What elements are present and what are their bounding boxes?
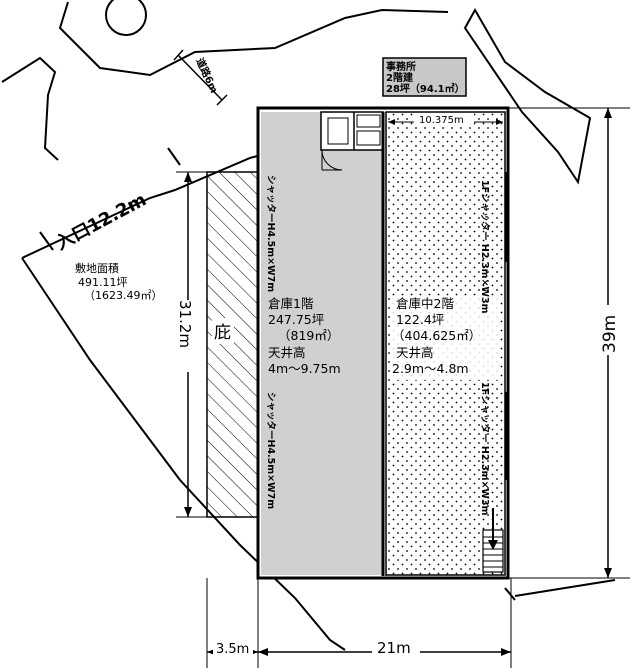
eaves-label: 庇 — [214, 323, 231, 343]
office-title: 事務所 — [386, 60, 416, 73]
warehouse-1f-ceiling-value: 4m～9.75m — [268, 361, 341, 376]
site-area: 敷地面積 491.11坪 （1623.49㎡） — [75, 261, 163, 302]
shutter-1f-upper: シャッターH4.5m×W7m — [265, 175, 277, 292]
site-boundary — [1, 1, 616, 651]
site-area-label: 敷地面積 — [75, 261, 119, 275]
shutter-1f-lower: シャッターH4.5m×W7m — [265, 392, 277, 509]
warehouse-1f-area-m2: （819㎡） — [278, 328, 339, 343]
warehouse-1f-name: 倉庫1階 — [268, 296, 314, 311]
warehouse-m2f-area-m2: （404.625㎡） — [392, 328, 481, 343]
warehouse-m2f-name: 倉庫中2階 — [396, 296, 454, 311]
office-floor: 2階建 — [386, 71, 414, 84]
warehouse-1f-label: 倉庫1階 247.75坪 （819㎡） 天井高 4m～9.75m — [268, 296, 341, 376]
warehouse-1f-ceiling-label: 天井高 — [268, 345, 306, 360]
north-arrow-icon — [105, 0, 147, 36]
dimension-left: 31.2m — [172, 171, 208, 518]
dimension-eaves-width: 3.5m — [216, 642, 249, 657]
dimension-right-value: 39m — [600, 315, 620, 353]
office-area: 28坪（94.1㎡） — [386, 82, 465, 95]
stairs-icon — [482, 508, 504, 573]
mezzanine-width-dimension: 10.375m — [388, 113, 503, 126]
warehouse-1f-zone — [261, 112, 321, 575]
shutter-m2f-lower: 1Fシャッター H2.3m×W3m — [479, 382, 491, 516]
warehouse-m2f-label: 倉庫中2階 122.4坪 （404.625㎡） 天井高 2.9m～4.8m — [390, 296, 498, 380]
warehouse-m2f-ceiling-label: 天井高 — [396, 345, 434, 360]
warehouse-m2f-ceiling-value: 2.9m～4.8m — [392, 361, 469, 376]
office-block: 事務所 2階建 28坪（94.1㎡） — [382, 57, 467, 97]
site-area-m2: （1623.49㎡） — [84, 289, 163, 302]
site-area-tsubo: 491.11坪 — [78, 276, 128, 289]
warehouse-m2f-area-tsubo: 122.4坪 — [396, 312, 444, 327]
road-width-marker: 道路6m — [173, 49, 228, 106]
dimension-bottom: 3.5m 21m — [206, 578, 512, 668]
dimension-left-value: 31.2m — [176, 300, 194, 348]
warehouse-1f-area-tsubo: 247.75坪 — [268, 312, 324, 327]
dimension-right: 39m — [508, 107, 630, 579]
eaves-area: 庇 — [206, 171, 260, 518]
entrance-marker: 入口12.2m — [39, 147, 181, 254]
dimension-building-width: 21m — [377, 639, 411, 657]
door-icon — [321, 149, 343, 171]
entrance-label: 入口12.2m — [52, 189, 149, 254]
mezzanine-width: 10.375m — [419, 115, 464, 126]
building — [256, 106, 510, 580]
shutter-m2f-upper: 1Fシャッター H2.3m×W3m — [479, 180, 491, 314]
